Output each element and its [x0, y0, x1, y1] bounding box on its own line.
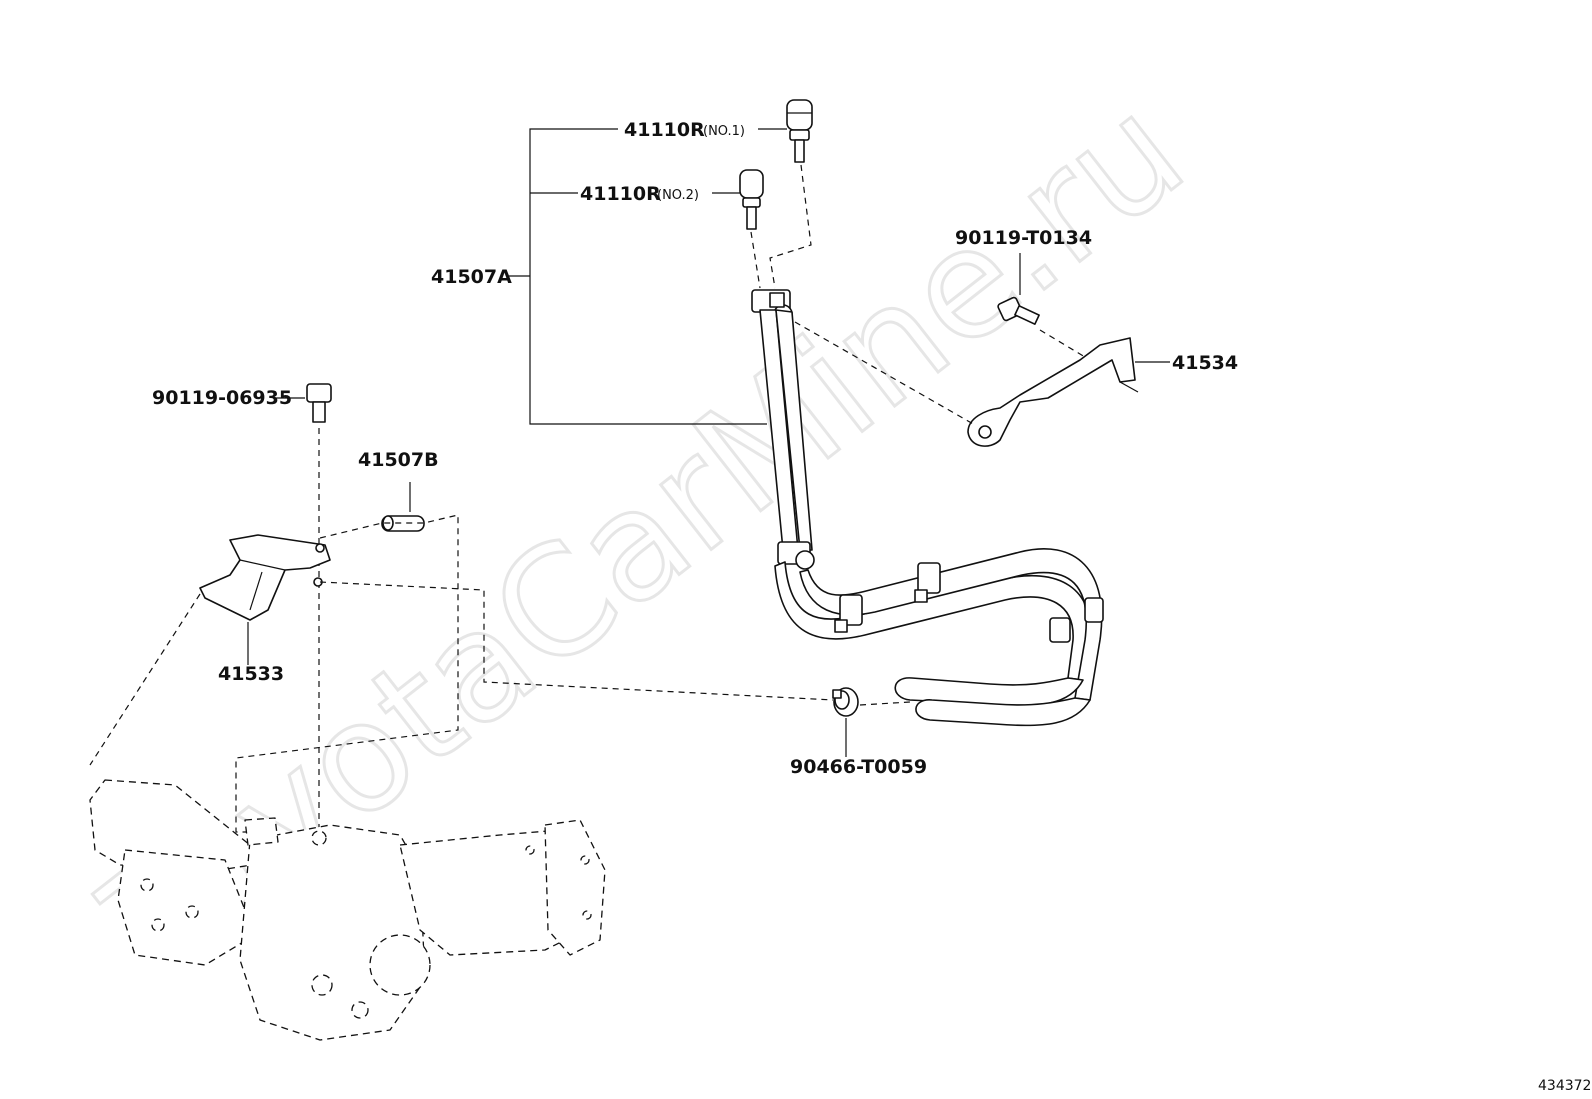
dash-hose-41507b	[235, 514, 459, 833]
hose-41507b	[381, 515, 425, 532]
bolt-90119-t0134	[997, 296, 1040, 325]
diagram-reference-number: 434372	[1538, 1078, 1591, 1094]
bracket-41533	[199, 534, 331, 621]
part-label-90119-t0134: 90119-T0134	[955, 227, 1092, 249]
dash-bolt-bracket	[1039, 329, 1091, 361]
dash-cap-no2	[750, 231, 761, 289]
part-label-41533: 41533	[218, 663, 284, 685]
part-label-41110r-no1: 41110R	[624, 119, 705, 141]
dash-cap-no1	[769, 164, 812, 289]
dash-bracket-41533	[319, 581, 834, 701]
part-label-41534: 41534	[1172, 352, 1238, 374]
part-label-41110r-no2: 41110R	[580, 183, 661, 205]
dash-bracket-to-diff	[89, 593, 201, 766]
brake-tube-assembly	[751, 289, 1104, 727]
bolt-90119-06935	[306, 383, 332, 423]
clamp-90466-t0059	[832, 687, 859, 717]
differential-housing	[89, 779, 606, 1041]
part-note-41110r-no1: (NO.1)	[703, 124, 745, 139]
bleeder-cap-no1	[786, 99, 813, 163]
bracket-41534	[967, 337, 1139, 447]
part-label-41507b: 41507B	[358, 449, 439, 471]
part-label-90119-06935: 90119-06935	[152, 387, 292, 409]
part-label-90466-t0059: 90466-T0059	[790, 756, 927, 778]
part-label-41507a: 41507A	[431, 266, 512, 288]
dash-clamp-tube	[859, 701, 911, 706]
part-note-41110r-no2: (NO.2)	[657, 188, 699, 203]
bleeder-cap-no2	[739, 169, 764, 230]
dash-tube-to-bracket	[794, 321, 976, 426]
